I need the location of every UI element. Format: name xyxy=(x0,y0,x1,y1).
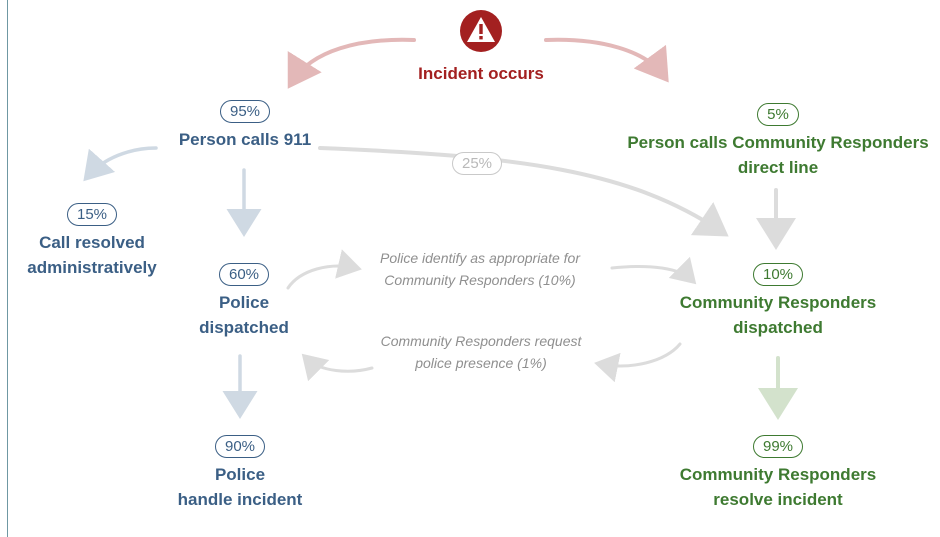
police-handle-label-2: handle incident xyxy=(177,490,303,509)
responders-resolve-label-2: resolve incident xyxy=(713,490,843,509)
arrow-responders-to-police-2 xyxy=(301,353,374,382)
direct-line-node: 5% Person calls Community Responders dir… xyxy=(610,101,940,180)
arrow-911-to-responders xyxy=(318,146,729,237)
arrow-incident-to-direct-line xyxy=(544,37,669,83)
calls-911-pct: 95% xyxy=(219,100,271,123)
police-dispatched-label-1: Police xyxy=(218,293,270,312)
responders-resolve-label-1: Community Responders xyxy=(679,465,877,484)
note-request-police-1: Community Responders request xyxy=(380,333,582,349)
note-request-police: Community Responders request police pres… xyxy=(346,330,616,374)
police-handle-label-1: Police xyxy=(214,465,266,484)
calls-911-node: 95% Person calls 911 xyxy=(160,98,330,152)
direct-line-pct: 5% xyxy=(757,103,799,126)
frame-border xyxy=(7,0,8,537)
responders-dispatched-label-1: Community Responders xyxy=(679,293,877,312)
resolved-admin-pct: 15% xyxy=(66,203,118,226)
resolved-admin-label-2: administratively xyxy=(27,258,157,277)
responders-dispatched-node: 10% Community Responders dispatched xyxy=(660,261,896,340)
direct-line-label-2: direct line xyxy=(737,158,819,177)
police-dispatched-pct: 60% xyxy=(218,263,270,286)
direct-line-label-1: Person calls Community Responders xyxy=(627,133,929,152)
responders-resolve-pct: 99% xyxy=(752,435,804,458)
arrow-911-to-admin xyxy=(83,146,158,182)
responders-resolve-node: 99% Community Responders resolve inciden… xyxy=(660,433,896,512)
note-police-identify: Police identify as appropriate for Commu… xyxy=(340,247,620,291)
incident-label: Incident occurs xyxy=(418,64,544,83)
arrow-police-to-responders xyxy=(286,249,362,290)
note-police-identify-1: Police identify as appropriate for xyxy=(380,250,580,266)
incident-node: Incident occurs xyxy=(400,61,562,86)
warning-icon xyxy=(460,10,502,52)
calls-911-label: Person calls 911 xyxy=(178,130,312,149)
police-handle-pct: 90% xyxy=(214,435,266,458)
police-dispatched-label-2: dispatched xyxy=(199,318,289,337)
police-dispatched-node: 60% Police dispatched xyxy=(180,261,308,340)
arrow-police-to-responders-2 xyxy=(610,256,697,285)
arrow-responders-to-police xyxy=(594,342,682,383)
note-request-police-2: police presence (1%) xyxy=(415,355,547,371)
arrow-incident-to-911 xyxy=(287,37,416,89)
resolved-admin-label-1: Call resolved xyxy=(39,233,145,252)
responders-dispatched-label-2: dispatched xyxy=(733,318,823,337)
responders-dispatched-pct: 10% xyxy=(752,263,804,286)
transfer-pct: 25% xyxy=(452,152,503,175)
resolved-admin-node: 15% Call resolved administratively xyxy=(12,201,172,280)
police-handle-node: 90% Police handle incident xyxy=(160,433,320,512)
note-police-identify-2: Community Responders (10%) xyxy=(384,272,576,288)
